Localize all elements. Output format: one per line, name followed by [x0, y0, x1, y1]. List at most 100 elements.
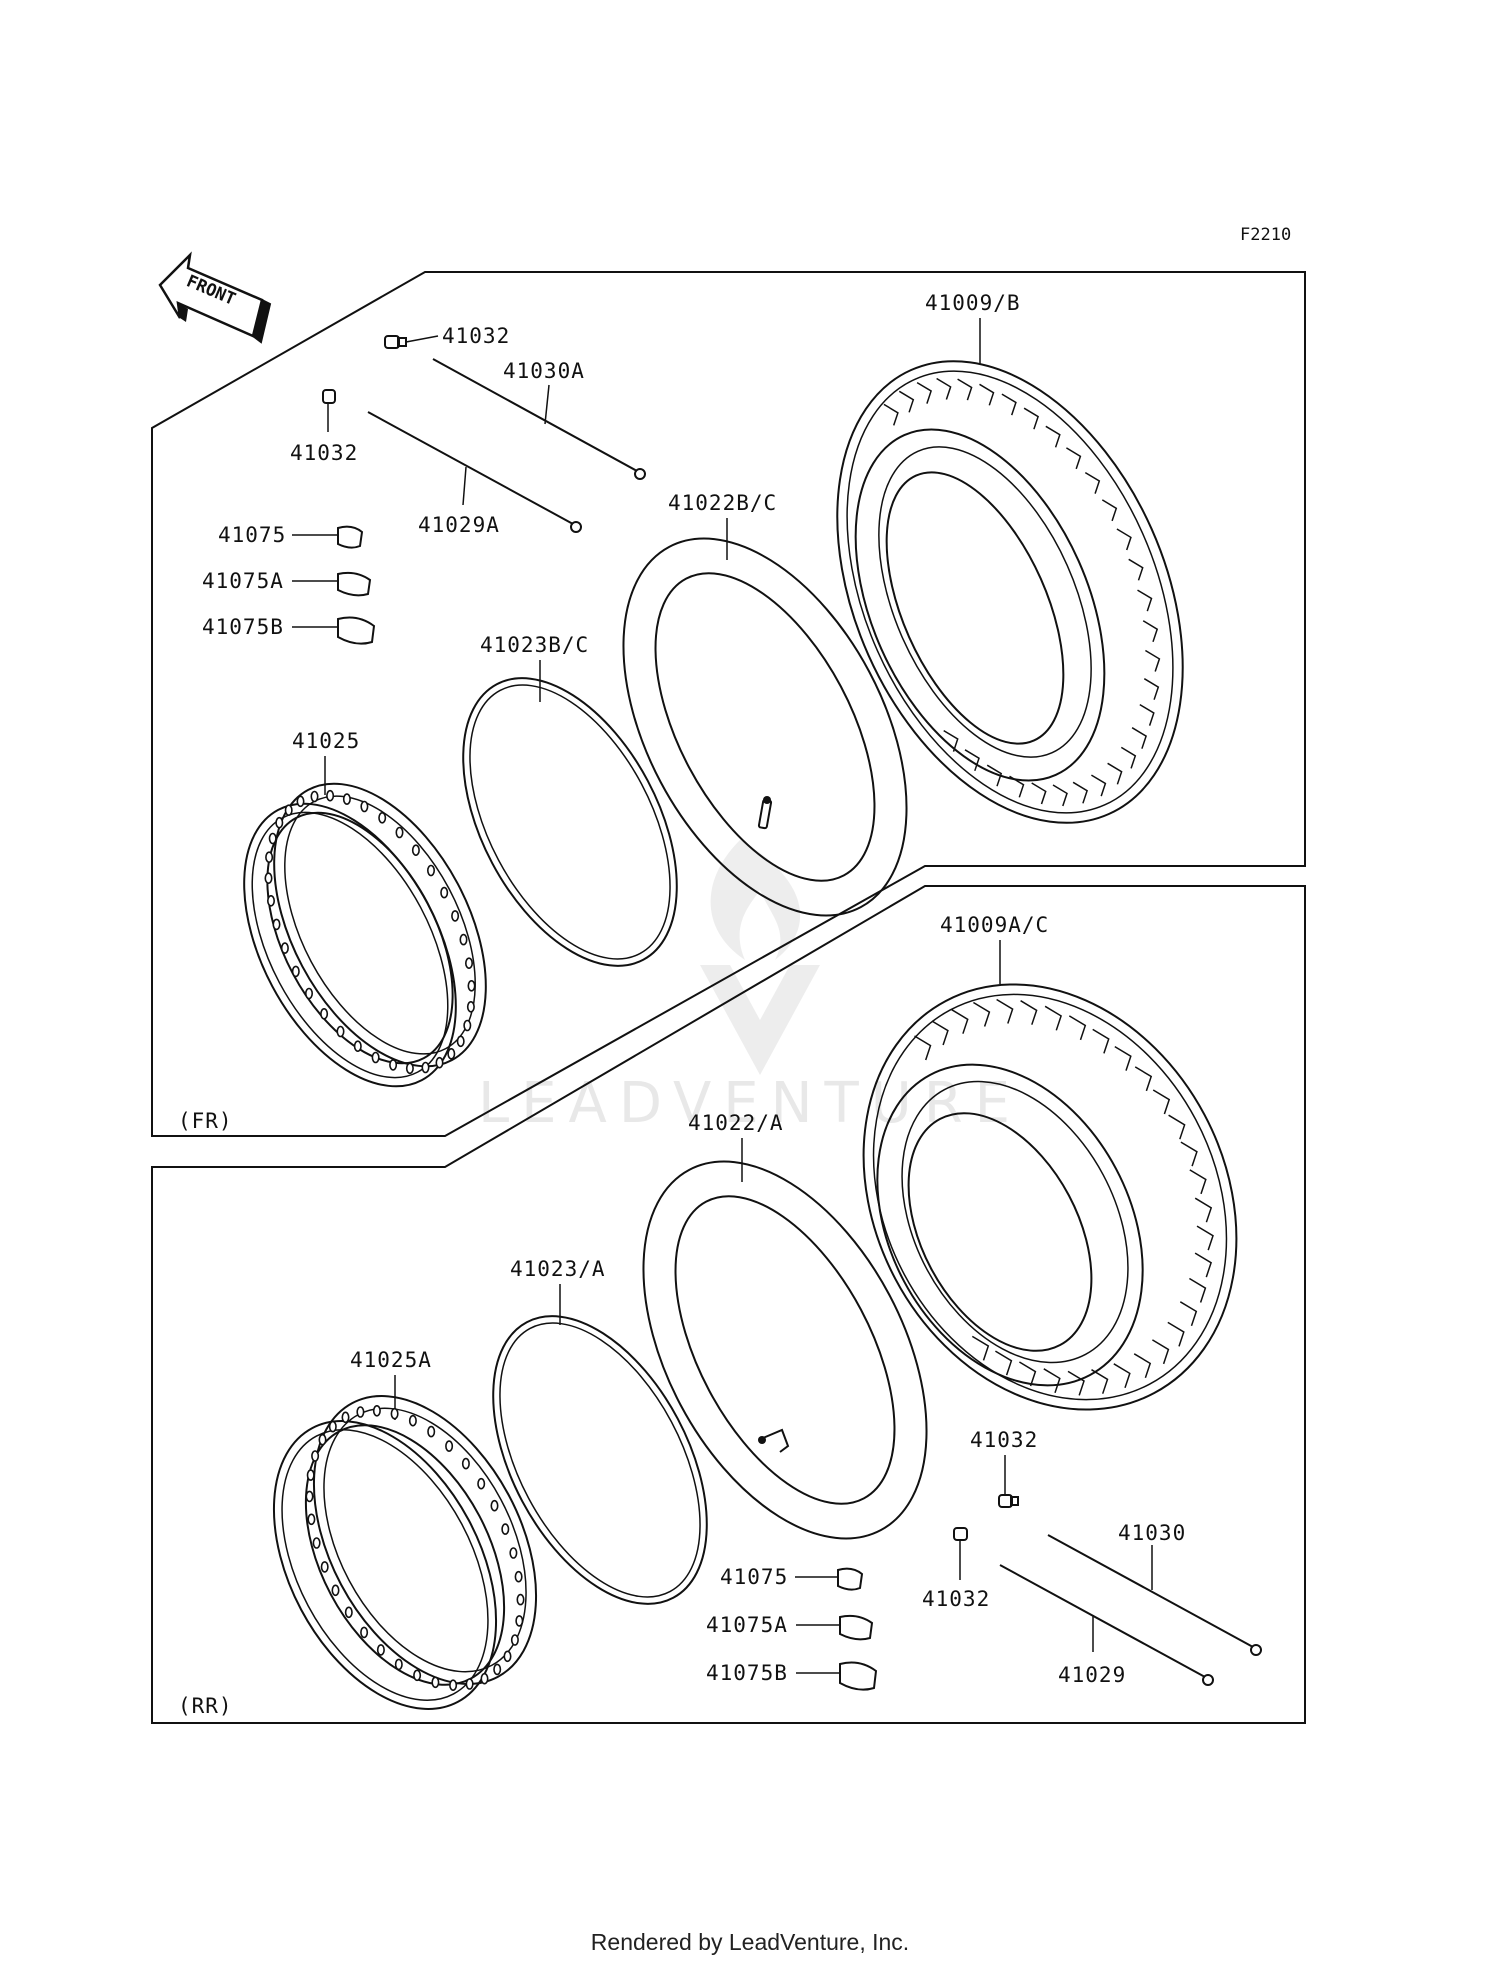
front-rim-spoke-hole — [426, 864, 435, 877]
rear-label-valve-cap-right: 41032 — [970, 1428, 1038, 1452]
rear-tire-tread-mark — [1113, 1363, 1131, 1389]
rear-rim-spoke-hole — [311, 1450, 320, 1462]
rear-rim-spoke-hole — [493, 1663, 502, 1676]
front-tire-tread-mark — [936, 377, 952, 400]
rear-rim-spoke-hole — [510, 1634, 519, 1646]
front-section-frame — [151, 271, 1306, 1137]
front-weight-b-icon — [337, 616, 376, 645]
front-tire-tread-mark — [1045, 425, 1061, 448]
front-tire — [836, 360, 1184, 824]
rear-tire-tread-mark — [1167, 1321, 1185, 1347]
front-rim-spoke-hole — [264, 872, 273, 885]
rear-rim-spoke-hole — [427, 1425, 436, 1438]
front-tire-tread-mark — [1091, 774, 1107, 797]
rear-rim-spoke-hole — [445, 1440, 454, 1452]
front-tire-tread-mark — [1072, 781, 1089, 804]
footer-credit: Rendered by LeadVenture, Inc. — [591, 1929, 909, 1955]
rear-rim-spoke-hole — [305, 1490, 314, 1503]
rear-rim-spoke-hole — [501, 1523, 510, 1535]
rear-rim-spoke-hole — [461, 1457, 470, 1470]
rear-tire-tread-mark — [995, 1350, 1013, 1376]
front-section-tag: (FR) — [178, 1109, 233, 1133]
rear-rim-spoke-hole — [376, 1644, 385, 1656]
front-rim-spoke-hole — [275, 816, 284, 829]
rear-label-spoke-b: 41029 — [1058, 1663, 1126, 1687]
front-rim-spoke-hole — [456, 1035, 465, 1048]
rear-rim-spoke-hole — [320, 1561, 329, 1573]
front-rim-spoke-hole — [280, 942, 289, 954]
front-rim-spoke-hole — [272, 918, 281, 931]
front-valve-cap-top — [384, 335, 439, 349]
front-tire-tread-mark — [1120, 746, 1137, 769]
front-tire-tread-mark — [1001, 393, 1017, 416]
rear-rim-spoke-hole — [390, 1407, 399, 1420]
front-rim-spoke-hole — [451, 910, 460, 922]
front-label-tube: 41022B/C — [668, 491, 777, 515]
rear-label-weight-b: 41075B — [706, 1661, 788, 1685]
rear-label-tire: 41009A/C — [940, 913, 1049, 937]
front-rim-spoke-hole — [320, 1007, 329, 1020]
rear-rim-spoke-hole — [356, 1406, 365, 1418]
front-tire-tread-mark — [1139, 703, 1155, 726]
front-rim-spoke-hole — [291, 965, 300, 978]
front-rim-spoke-hole — [353, 1040, 362, 1052]
rear-spoke-a — [1047, 1534, 1262, 1656]
rear-rim-spoke-hole — [307, 1513, 316, 1526]
rear-tire-tread-mark — [1092, 1028, 1110, 1054]
rear-rim-spoke-hole — [360, 1626, 369, 1639]
rear-label-tube: 41022/A — [688, 1111, 784, 1135]
rear-rim-spoke-hole — [503, 1650, 512, 1663]
front-rim-spoke-hole — [459, 933, 468, 946]
rear-rim-spoke-hole — [331, 1584, 340, 1597]
front-rim-spoke-hole — [265, 851, 274, 864]
front-rim-spoke-hole — [435, 1056, 444, 1069]
rear-tire-tread-mark — [1168, 1114, 1186, 1140]
rear-tire-tread-mark — [951, 1009, 969, 1034]
rear-valve-cap-left — [953, 1527, 968, 1580]
rear-tire-tread-mark — [1134, 1066, 1153, 1092]
front-label-weight-a: 41075A — [202, 569, 284, 593]
front-rim-spoke-hole — [405, 1062, 414, 1075]
rear-tire-tread-mark — [1180, 1141, 1198, 1167]
front-tire-tread-mark — [943, 729, 959, 752]
rear-rim-spoke-hole — [341, 1411, 350, 1424]
rear-tire-tread-mark — [1196, 1225, 1214, 1251]
rear-spoke-b — [999, 1564, 1214, 1686]
front-tire-tread-mark — [964, 749, 980, 772]
front-rim-spoke-hole — [421, 1061, 430, 1074]
front-tire-tread-mark — [1101, 499, 1118, 522]
rear-rim-spoke-hole — [509, 1547, 518, 1559]
front-tire-tread-mark — [883, 403, 899, 426]
front-valve-cap-left — [322, 389, 336, 432]
rear-label-weight-a: 41075A — [706, 1613, 788, 1637]
rear-tire-tread-mark — [973, 1001, 991, 1027]
rear-tire-tread-mark — [1044, 1005, 1063, 1031]
front-rim-spoke-hole — [467, 979, 476, 992]
rear-tire — [862, 983, 1238, 1411]
rear-tire-tread-mark — [1152, 1339, 1170, 1365]
front-rim-spoke-hole — [378, 811, 387, 824]
rear-weight-icon — [837, 1567, 864, 1591]
rear-rim-spoke-hole — [465, 1678, 474, 1690]
rear-tube — [642, 1160, 928, 1540]
rear-rim-spoke-hole — [372, 1405, 381, 1417]
rear-tire-tread-mark — [971, 1335, 990, 1361]
rear-rim-spoke-hole — [413, 1669, 422, 1682]
front-rim-spoke-hole — [342, 793, 351, 805]
front-rim-spoke-hole — [310, 790, 319, 803]
front-tire-tread-mark — [1066, 447, 1082, 470]
rear-rim-spoke-hole — [516, 1593, 525, 1606]
front-weight-icon — [337, 525, 364, 549]
rear-tire-tread-mark — [1067, 1370, 1085, 1396]
watermark: LEADVENTURE — [478, 840, 1010, 1136]
front-tire-tread-mark — [898, 390, 915, 413]
rear-weight-a-icon — [839, 1614, 874, 1641]
front-tire-tread-mark — [1107, 762, 1123, 785]
front-weight-a-icon — [337, 571, 372, 597]
front-rim-spoke-hole — [463, 1019, 472, 1032]
front-rim-spoke-hole — [440, 886, 449, 899]
front-label-weight: 41075 — [218, 523, 286, 547]
rear-weight-b-icon — [839, 1661, 878, 1691]
front-tire-tread-mark — [1084, 471, 1101, 494]
